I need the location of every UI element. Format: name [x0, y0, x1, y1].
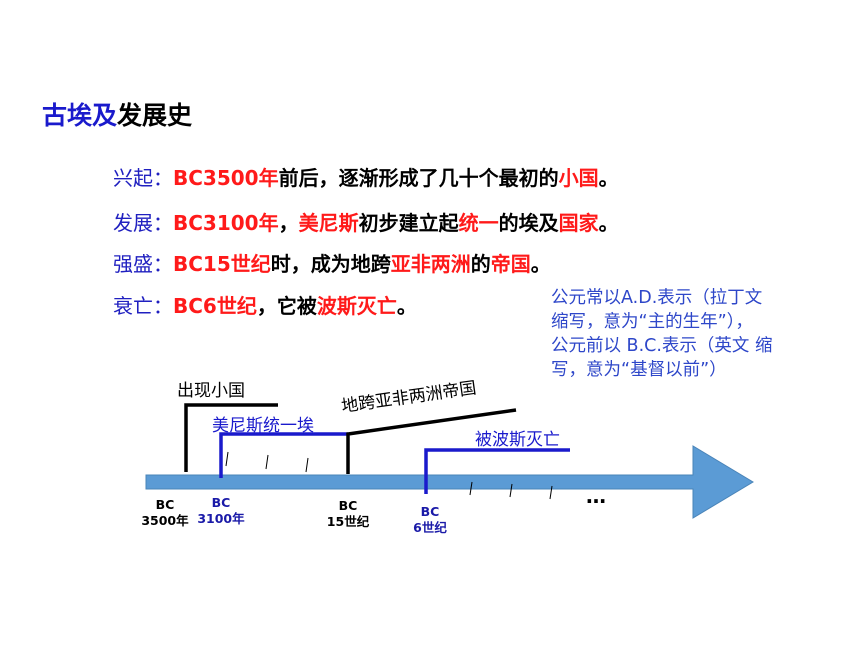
- timeline-ellipsis: …: [586, 484, 606, 508]
- line-rise: 兴起：BC3500年前后，逐渐形成了几十个最初的小国。: [113, 162, 619, 191]
- punct-text: 。: [530, 252, 551, 276]
- title-part1: 古埃及: [42, 101, 118, 130]
- label-small-states: 出现小国: [177, 381, 245, 401]
- keyword-text: 国家: [558, 211, 599, 235]
- date-text: BC6世纪: [173, 294, 257, 318]
- date-text: BC3500年: [173, 166, 279, 190]
- line-label: 发展：: [113, 211, 173, 235]
- keyword-text: 亚非两洲: [390, 252, 471, 276]
- tick-top: BC: [338, 498, 358, 513]
- keyword-text: 统一: [458, 211, 499, 235]
- line-label: 衰亡：: [113, 294, 173, 318]
- title-part2: 发展史: [117, 101, 193, 130]
- body-text: ，它被: [256, 294, 317, 318]
- bracket-persia: [424, 448, 570, 494]
- label-unified: 美尼斯统一埃: [212, 416, 314, 436]
- punct-text: 。: [598, 211, 619, 235]
- punct-text: ，: [278, 211, 299, 235]
- line-label: 强盛：: [113, 252, 173, 276]
- label-persia: 被波斯灭亡: [475, 430, 560, 450]
- line-decline: 衰亡：BC6世纪，它被波斯灭亡。: [113, 290, 417, 319]
- line-label: 兴起：: [113, 166, 173, 190]
- tick-bottom: 3100年: [197, 511, 245, 526]
- punct-text: 。: [598, 166, 619, 190]
- tick-bottom: 3500年: [141, 513, 189, 528]
- ad-bc-note: 公元常以A.D.表示（拉丁文 缩写，意为“主的生年”）， 公元前以 B.C.表示…: [551, 288, 773, 380]
- keyword-text: 帝国: [490, 252, 531, 276]
- tick-bc15c: BC 15世纪: [320, 498, 376, 530]
- keyword-text: 美尼斯: [298, 211, 359, 235]
- line-peak: 强盛：BC15世纪时，成为地跨亚非两洲的帝国。: [113, 248, 551, 277]
- line-develop: 发展：BC3100年，美尼斯初步建立起统一的埃及国家。: [113, 207, 619, 236]
- body-text: 的: [470, 252, 491, 276]
- tick-bc3100: BC 3100年: [193, 495, 249, 527]
- date-text: BC3100年: [173, 211, 279, 235]
- body-text: 时，成为地跨: [270, 252, 391, 276]
- bracket-small-states: [184, 403, 278, 472]
- tick-bc6c: BC 6世纪: [402, 504, 458, 536]
- minor-ticks: [225, 451, 553, 500]
- body-text: 的埃及: [498, 211, 559, 235]
- keyword-text: 小国: [558, 166, 599, 190]
- keyword-text: 波斯灭亡: [316, 294, 397, 318]
- tick-bottom: 6世纪: [413, 520, 447, 535]
- bracket-unified: [219, 432, 348, 478]
- timeline-arrow: [145, 445, 754, 519]
- tick-top: BC: [155, 497, 175, 512]
- date-text: BC15世纪: [173, 252, 271, 276]
- page-title: 古埃及发展史: [42, 96, 192, 132]
- tick-top: BC: [420, 504, 440, 519]
- bracket-empire: [346, 408, 517, 474]
- tick-top: BC: [211, 495, 231, 510]
- tick-bc3500: BC 3500年: [137, 497, 193, 529]
- tick-bottom: 15世纪: [326, 514, 370, 529]
- body-text: 前后，逐渐形成了几十个最初的: [278, 166, 559, 190]
- body-text: 初步建立起: [358, 211, 459, 235]
- punct-text: 。: [396, 294, 417, 318]
